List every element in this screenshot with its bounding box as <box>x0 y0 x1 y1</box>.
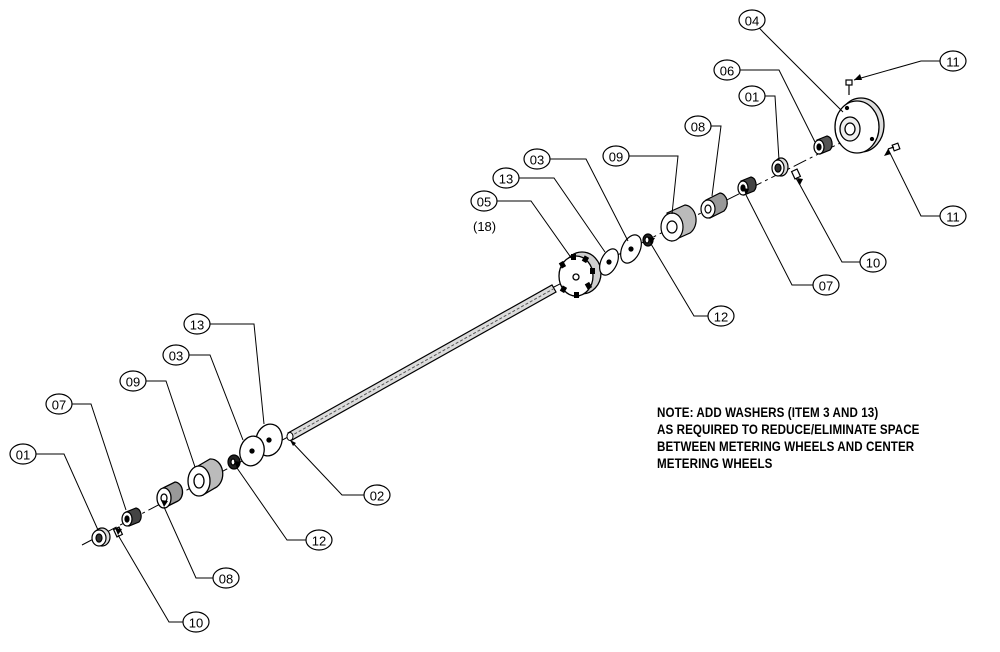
callout-10-top: 10 <box>866 256 880 271</box>
callout-12-bottom: 12 <box>312 534 326 549</box>
callout-06: 06 <box>720 64 734 79</box>
note-line-1: NOTE: ADD WASHERS (ITEM 3 AND 13) <box>657 405 879 420</box>
quantity-note: (18) <box>473 219 496 234</box>
bolt-11-bottom <box>887 142 901 152</box>
callout-03-top: 03 <box>530 153 544 168</box>
callout-08-bottom: 08 <box>219 572 233 587</box>
callout-03-bottom: 03 <box>169 349 183 364</box>
callout-balloons <box>9 9 967 633</box>
washer-03-top <box>620 234 642 264</box>
callout-09-top: 09 <box>609 150 623 165</box>
bushing-08-top <box>700 192 728 219</box>
callout-13-bottom: 13 <box>190 318 204 333</box>
callout-04: 04 <box>745 14 759 29</box>
callout-12-top: 12 <box>714 310 728 325</box>
callout-07-top: 07 <box>819 279 833 294</box>
callout-07-bottom: 07 <box>52 398 66 413</box>
callout-09-bottom: 09 <box>126 375 140 390</box>
note-line-2: AS REQUIRED TO REDUCE/ELIMINATE SPACE <box>657 422 920 437</box>
callout-labels: 01 04 06 11 11 08 09 03 13 05 10 07 12 1… <box>16 14 960 631</box>
metering-wheel <box>558 251 602 298</box>
bushing-09-bottom <box>187 458 224 497</box>
leader-arrowheads <box>115 74 891 535</box>
collar-01-top <box>771 157 789 177</box>
callout-01-top: 01 <box>745 90 759 105</box>
callout-08-top: 08 <box>691 120 705 135</box>
bearing-07-bottom <box>121 507 142 527</box>
callout-10-bottom: 10 <box>189 616 203 631</box>
collar-01-bottom <box>91 527 111 547</box>
callout-11-bottom: 11 <box>946 210 960 225</box>
shaft <box>286 284 557 441</box>
flange-04 <box>834 97 885 154</box>
bushing-09-top <box>660 204 697 242</box>
callout-05: 05 <box>477 195 491 210</box>
callout-02: 02 <box>370 489 384 504</box>
callout-13-top: 13 <box>499 172 513 187</box>
washer-03-bottom <box>239 435 265 467</box>
assembly-note: NOTE: ADD WASHERS (ITEM 3 AND 13) AS REQ… <box>657 404 941 472</box>
bolt-11-top <box>845 79 853 95</box>
callout-01-bottom: 01 <box>16 448 30 463</box>
note-line-4: METERING WHEELS <box>657 456 773 471</box>
callout-11-top: 11 <box>946 55 960 70</box>
set-screw-10-top <box>790 168 802 186</box>
bushing-08-bottom <box>156 481 184 509</box>
washer-13-top <box>599 248 619 276</box>
spacer-12-top <box>642 233 654 247</box>
note-line-3: BETWEEN METERING WHEELS AND CENTER <box>657 439 915 454</box>
bearing-06 <box>813 135 833 155</box>
